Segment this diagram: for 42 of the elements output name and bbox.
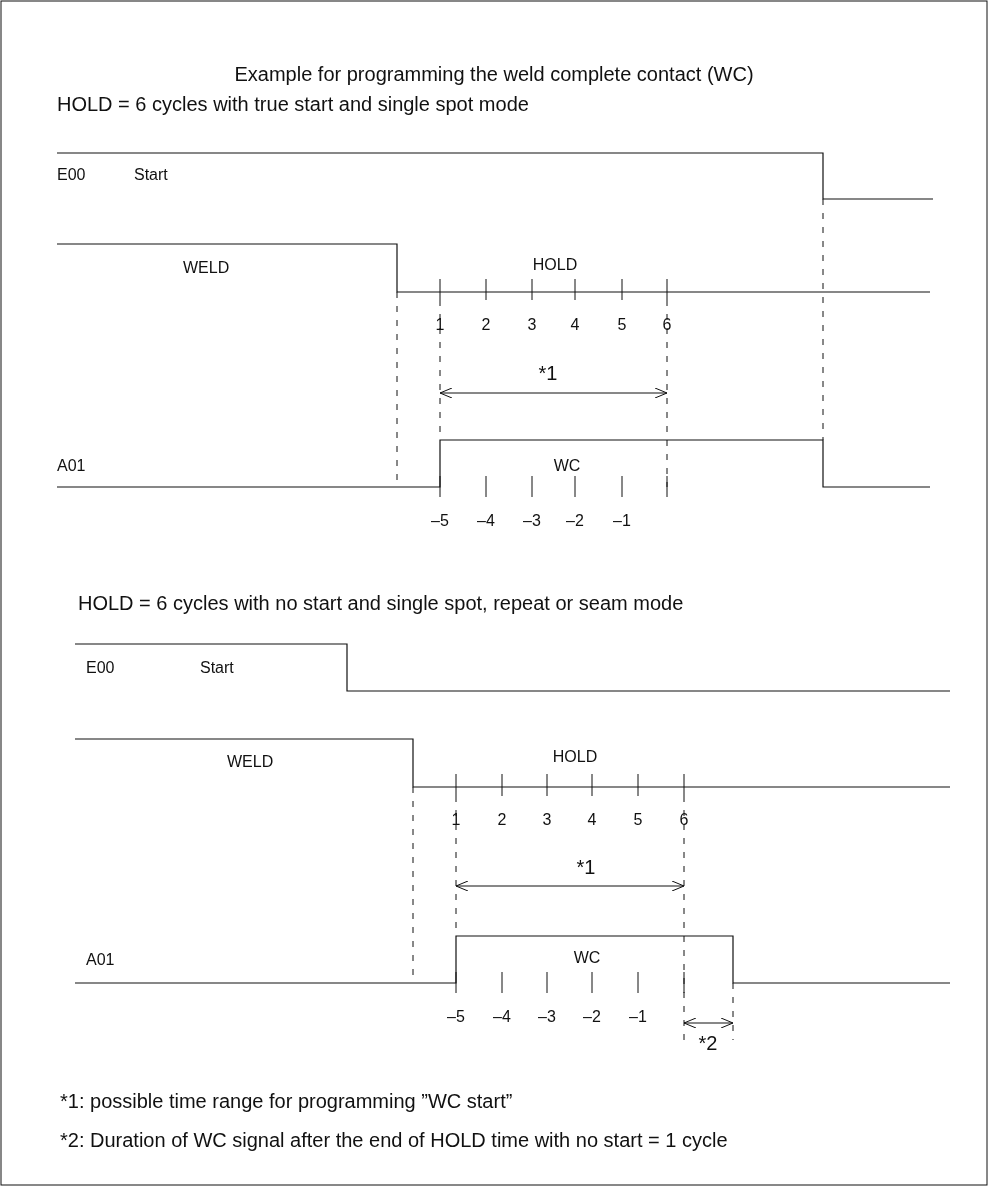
cycle-number: 6 xyxy=(679,810,689,830)
cycle-number: 4 xyxy=(570,315,580,335)
subtitle: HOLD = 6 cycles with true start and single spot mode xyxy=(57,92,529,116)
phase-label: HOLD xyxy=(532,255,578,275)
signal-label: Start xyxy=(200,658,234,678)
footnote-mark: *2 xyxy=(698,1031,718,1055)
cycle-number: 5 xyxy=(617,315,627,335)
footnote-mark: *1 xyxy=(576,855,596,879)
cycle-number: 3 xyxy=(527,315,537,335)
cycle-number: –2 xyxy=(583,1007,601,1027)
subtitle: HOLD = 6 cycles with no start and single spot, repeat or seam mode xyxy=(78,591,684,615)
cycle-number: –4 xyxy=(493,1007,511,1027)
cycle-number: –3 xyxy=(538,1007,556,1027)
signal-label: Start xyxy=(134,165,168,185)
cycle-number: –5 xyxy=(431,511,449,531)
signal-label: WC xyxy=(573,948,601,968)
signal-label: A01 xyxy=(57,456,86,476)
footnote: *1: possible time range for programming ”WC start” xyxy=(60,1089,513,1113)
cycle-number: –1 xyxy=(629,1007,647,1027)
title: Example for programming the weld complete contact (WC) xyxy=(234,62,754,86)
cycle-number: –3 xyxy=(523,511,541,531)
cycle-number: 4 xyxy=(587,810,597,830)
cycle-number: –4 xyxy=(477,511,495,531)
cycle-number: 6 xyxy=(662,315,672,335)
signal-label: WELD xyxy=(227,752,274,772)
cycle-number: –1 xyxy=(613,511,631,531)
cycle-number: 1 xyxy=(435,315,445,335)
cycle-number: 3 xyxy=(542,810,552,830)
phase-label: HOLD xyxy=(552,747,598,767)
signal-label: E00 xyxy=(57,165,86,185)
cycle-number: –5 xyxy=(447,1007,465,1027)
footnote-mark: *1 xyxy=(538,361,558,385)
cycle-number: 5 xyxy=(633,810,643,830)
cycle-number: 1 xyxy=(451,810,461,830)
signal-label: WELD xyxy=(183,258,230,278)
cycle-number: 2 xyxy=(481,315,491,335)
cycle-number: –2 xyxy=(566,511,584,531)
cycle-number: 2 xyxy=(497,810,507,830)
footnote: *2: Duration of WC signal after the end of HOLD time with no start = 1 cycle xyxy=(60,1128,728,1152)
signal-label: E00 xyxy=(86,658,115,678)
signal-label: WC xyxy=(553,456,581,476)
signal-label: A01 xyxy=(86,950,115,970)
